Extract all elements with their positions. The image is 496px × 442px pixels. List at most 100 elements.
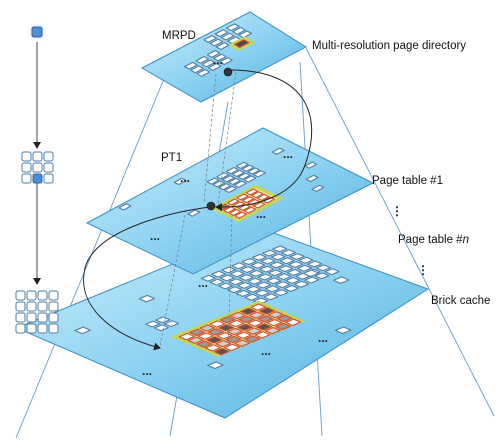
ellipsis: ...	[142, 364, 152, 378]
page-table-tile	[253, 170, 267, 178]
brick-tile	[219, 316, 236, 324]
brick-tile	[187, 336, 204, 344]
mrpd-tile	[184, 61, 198, 70]
brick-tile	[226, 286, 243, 294]
mrpd-label: MRPD	[162, 30, 196, 42]
mrpd-selected-tile	[234, 39, 250, 48]
brick-tile	[213, 347, 230, 356]
grid-cell	[15, 290, 26, 301]
curved-arrow-icon	[83, 206, 211, 351]
page-table-tile	[251, 191, 264, 199]
brick-tile	[259, 265, 275, 273]
brick-tile	[204, 344, 221, 352]
page-table-tile	[223, 206, 236, 214]
brick-tile	[273, 289, 289, 297]
brick-tile	[267, 311, 284, 319]
page-table-tile	[262, 196, 275, 204]
brick-tile	[218, 282, 234, 290]
grid-cell	[43, 162, 54, 173]
brick-tile	[263, 293, 279, 301]
mrpd-tile	[195, 55, 210, 64]
page-table-tile	[227, 177, 241, 186]
page-table-tile	[222, 175, 236, 183]
page-table-tile	[206, 177, 220, 185]
brick-tile	[272, 245, 288, 253]
brick-tile	[334, 326, 352, 335]
brick-tile	[257, 273, 273, 281]
brick-tile	[215, 339, 232, 348]
vertical-ellipsis: ⋮	[417, 263, 429, 277]
page-table-tile	[235, 161, 249, 169]
brick-tile	[288, 260, 304, 268]
page-table-tile	[237, 172, 251, 180]
brick-tile	[261, 249, 278, 257]
grid-cell	[32, 162, 43, 173]
page-table-tile	[256, 193, 270, 201]
grid-cell	[26, 290, 37, 301]
left-grids	[15, 26, 59, 334]
brick-tile	[256, 323, 273, 331]
selected-cell	[31, 26, 43, 38]
page-table-tile	[236, 193, 249, 201]
grid-cell	[26, 323, 37, 334]
brick-tile	[250, 261, 266, 269]
brick-tile	[275, 281, 291, 289]
brick-tile	[244, 293, 260, 301]
brick-tile	[178, 332, 195, 341]
brick-tile	[207, 328, 224, 336]
brick-tile	[240, 266, 256, 274]
ellipsis: ...	[198, 276, 208, 290]
mrpd-tile	[219, 57, 233, 66]
brick-tile	[283, 284, 299, 292]
mrpd-tile	[232, 26, 246, 35]
brick-tile	[197, 332, 214, 340]
brick-tile	[231, 262, 247, 270]
brick-tile	[302, 269, 320, 278]
mrpd-tile	[209, 38, 224, 47]
pt1-label: PT1	[161, 152, 182, 164]
page-table-tile	[241, 164, 255, 172]
brick-tile	[260, 257, 276, 265]
mrpd-tile	[203, 35, 217, 43]
page-table-tile	[245, 188, 258, 196]
brick-tile	[314, 272, 330, 280]
mrpd-tile	[214, 29, 229, 38]
grid-cell	[37, 301, 48, 312]
brick-tile	[241, 258, 257, 266]
vertical-ellipsis: ⋮	[391, 204, 403, 218]
brick-tile	[207, 361, 224, 370]
grid-cell	[21, 173, 32, 184]
grid-cell	[48, 290, 59, 301]
brick-tile	[254, 331, 271, 339]
brick-tile	[247, 277, 263, 285]
brick-tile	[209, 278, 225, 286]
brick-tile	[226, 327, 243, 336]
brick-tile	[228, 319, 245, 328]
page-table-tile	[305, 174, 319, 183]
brick-tile	[153, 324, 169, 332]
ellipsis: ...	[213, 53, 223, 67]
brick-tile	[269, 261, 285, 269]
brick-tile	[225, 335, 242, 344]
brick-tile	[277, 265, 294, 273]
brick-tile	[235, 331, 252, 339]
page-table-1-label: Page table #1	[372, 175, 443, 187]
brick-tile	[289, 253, 305, 260]
brick-tile	[210, 270, 227, 278]
brick-tile	[256, 281, 272, 289]
grid-cell	[26, 301, 37, 312]
brick-tile	[280, 249, 296, 257]
page-table-tile	[243, 206, 257, 214]
page-table-tile	[253, 201, 266, 209]
brick-tile	[332, 276, 350, 284]
page-table-tile	[218, 183, 232, 191]
grid-cell	[48, 301, 59, 312]
brick-cache-label: Brick cache	[431, 295, 490, 307]
pointer-dot-icon	[206, 201, 216, 211]
brick-tile	[298, 256, 314, 264]
brick-tile	[285, 276, 301, 284]
brick-tile	[276, 273, 292, 281]
brick-tile	[200, 274, 216, 282]
page-table-tile	[231, 169, 245, 178]
